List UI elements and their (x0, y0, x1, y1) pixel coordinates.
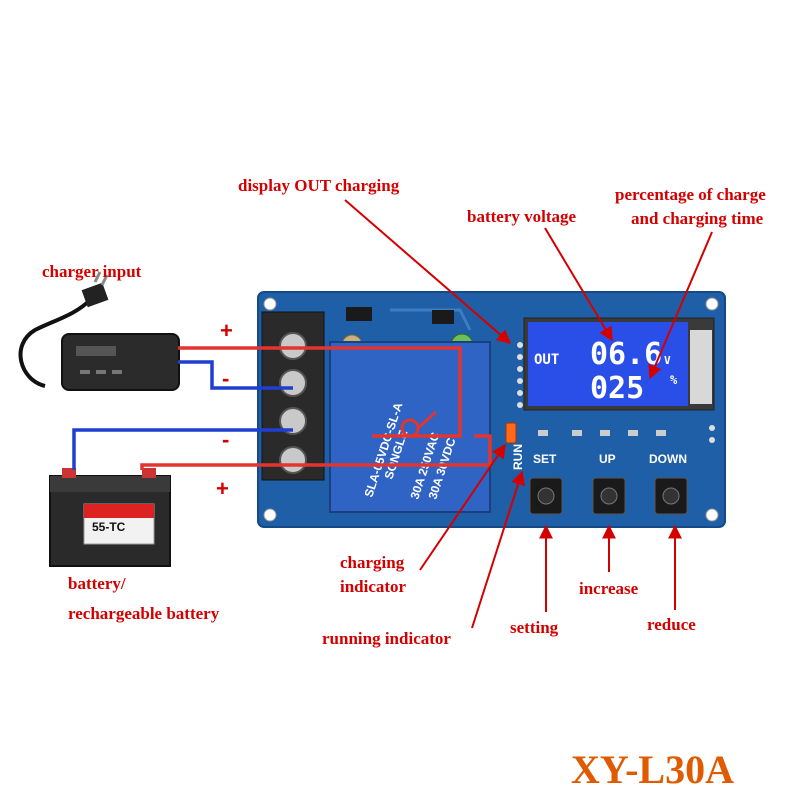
terminal-sign-positive-input: + (220, 318, 233, 343)
lcd-display: OUT 06.6 V 025 % (523, 317, 715, 411)
charger-cable (18, 298, 92, 388)
label-battery-line1: battery/ (68, 574, 126, 593)
lcd-voltage-value: 06.6 (590, 337, 662, 372)
label-display-out-charging: display OUT charging (238, 176, 400, 195)
charger-body (61, 333, 180, 391)
arrow-display-out (344, 199, 512, 344)
label-battery-voltage: battery voltage (467, 207, 577, 226)
up-button-group: UP (592, 452, 626, 515)
arrow-running-indicator (471, 470, 525, 629)
label-percentage-line1: percentage of charge (615, 185, 766, 204)
battery-positive-wire (140, 434, 492, 470)
down-button-group: DOWN (649, 452, 688, 515)
set-button-label: SET (533, 452, 557, 466)
label-charging-indicator-line1: charging (340, 553, 405, 572)
screw-terminal-block (261, 311, 325, 481)
label-running-indicator: running indicator (322, 629, 451, 648)
arrow-battery-voltage (544, 227, 613, 342)
charger-negative-wire (178, 360, 293, 390)
mounting-hole (705, 297, 719, 311)
lcd-voltage-unit: V (664, 354, 671, 367)
screw-terminal (279, 332, 307, 360)
label-reduce: reduce (647, 615, 696, 634)
lcd-percent-unit: % (670, 373, 678, 387)
screw-terminal (279, 446, 307, 474)
annotation-arrows (344, 199, 713, 629)
up-button-label: UP (599, 452, 616, 466)
terminal-sign-negative-battery: - (222, 427, 229, 452)
smd-diode (346, 307, 372, 321)
down-button-label: DOWN (649, 452, 687, 466)
mounting-hole (263, 297, 277, 311)
label-percentage-line2: and charging time (631, 209, 764, 228)
wires (72, 346, 492, 470)
header-pins (517, 342, 715, 443)
set-button-group: SET (529, 452, 563, 515)
relay-switch-arm (417, 410, 437, 430)
charger (18, 271, 180, 391)
arrow-charging-indicator (419, 443, 506, 571)
label-setting: setting (510, 618, 559, 637)
charger-positive-wire (178, 346, 462, 438)
terminal-sign-positive-battery: + (216, 476, 229, 501)
label-battery-line2: rechargeable battery (68, 604, 220, 623)
battery-negative-wire (72, 428, 293, 470)
label-increase: increase (579, 579, 639, 598)
charging-led (505, 422, 517, 444)
label-charger-input: charger input (42, 262, 142, 281)
arrow-percentage (648, 231, 713, 380)
model-name: XY-L30A (571, 747, 734, 792)
screw-terminal (279, 369, 307, 397)
charger-plug (81, 282, 109, 308)
battery: 55-TC (49, 468, 171, 567)
lcd-out-label: OUT (534, 352, 559, 368)
mounting-hole (705, 508, 719, 522)
label-charging-indicator-line2: indicator (340, 577, 407, 596)
ic-chip (432, 310, 454, 324)
mounting-hole (263, 508, 277, 522)
battery-badge: 55-TC (92, 520, 126, 534)
run-label: RUN (511, 444, 525, 470)
screw-terminal (279, 407, 307, 435)
lcd-percent-value: 025 (590, 371, 644, 406)
terminal-sign-negative-input: - (222, 366, 229, 391)
smd-row (538, 430, 666, 436)
relay: SLA-05VDC-SL-A SONGLE 30A 250VAC 30A 30V… (329, 341, 491, 513)
